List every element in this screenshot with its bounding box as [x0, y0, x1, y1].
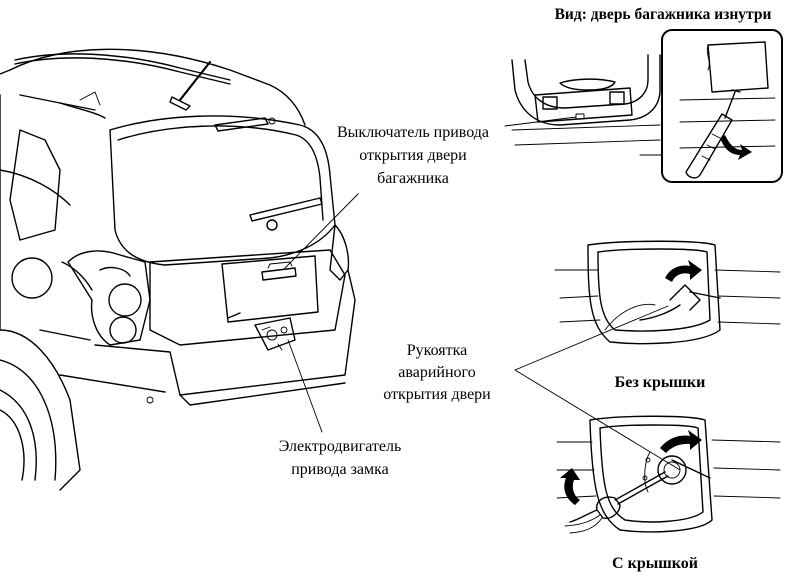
inner-door-view: [504, 29, 783, 183]
detail-with-cover: [556, 415, 781, 534]
handle-leader-top: [514, 305, 669, 371]
lock-motor-icon: [254, 317, 296, 351]
motor-label: Электродвигатель привода замка: [278, 438, 402, 478]
switch-label: Выключатель привода открытия двери багаж…: [337, 124, 489, 187]
detail-without-cover: [554, 240, 781, 345]
view-title: Вид: дверь багажника изнутри: [554, 6, 772, 23]
without-cover-label: Без крышки: [614, 374, 706, 391]
with-cover-label: С крышкой: [612, 555, 698, 572]
handle-label: Рукоятка аварийного открытия двери: [383, 342, 491, 403]
car-illustration: [0, 48, 359, 491]
handle-leader-bottom: [514, 369, 681, 471]
